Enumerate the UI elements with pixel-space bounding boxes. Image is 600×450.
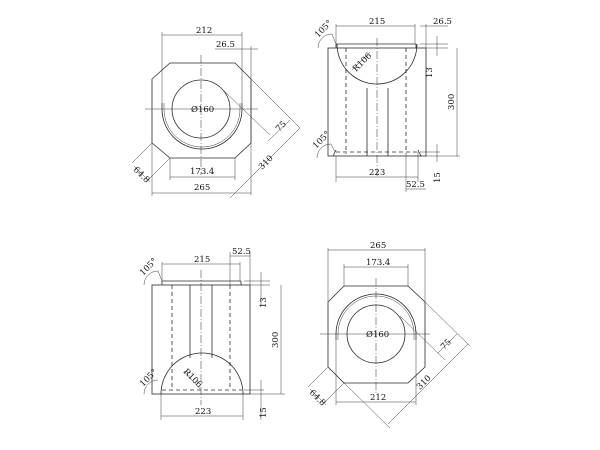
leader-diag (399, 315, 446, 361)
dim-diameter-160: Ø160 (366, 329, 389, 340)
dim-300: 300 (447, 94, 457, 110)
extension-diag-upper (234, 62, 301, 129)
dim-line-64-8 (309, 388, 327, 406)
dim-105-bottom: 105° (311, 130, 333, 152)
dim-diameter-160: Ø160 (191, 104, 214, 115)
dim-r106: R106 (351, 51, 374, 74)
outer-arc (161, 103, 243, 150)
dim-64-8: 64.8 (307, 388, 327, 408)
dim-line-310 (229, 127, 301, 199)
dim-265: 265 (194, 183, 210, 193)
outer-arc-inner (163, 103, 241, 148)
leader-diag (223, 90, 271, 136)
dim-173-4: 173.4 (366, 258, 390, 268)
arc-105-bottom (143, 379, 159, 395)
dim-15: 15 (259, 407, 269, 418)
dim-26-5: 26.5 (433, 17, 452, 27)
dim-line-64-8 (133, 165, 151, 183)
ext-64-8-a (131, 142, 153, 164)
dim-13: 13 (259, 297, 269, 308)
dim-52-5: 52.5 (232, 247, 251, 257)
dim-173-4: 173.4 (190, 167, 214, 177)
dim-13: 13 (425, 67, 435, 78)
ext-64-8-b (146, 157, 171, 182)
dim-15: 15 (433, 172, 443, 183)
dim-105-top: 105° (138, 257, 160, 279)
dim-75: 75 (274, 119, 289, 134)
dim-64-8: 64.8 (131, 165, 151, 185)
view-top-right-elevation: R106 215 26.5 105° 13 300 105° 223 (311, 17, 460, 192)
ext-310-lower (343, 382, 391, 429)
arc-105-top (143, 270, 159, 286)
view-bottom-right-plan: 265 173.4 75 310 64.8 212 Ø160 (307, 241, 471, 429)
angle-line-top (331, 33, 337, 45)
leader-r106 (351, 51, 371, 71)
angle-line-top (157, 270, 163, 282)
dim-265: 265 (370, 241, 386, 251)
arc-105-top (317, 33, 333, 49)
dim-line-75 (267, 119, 291, 142)
extension-diag-upper (424, 301, 471, 347)
semicircle-r106 (160, 352, 244, 395)
dim-215: 215 (194, 255, 210, 265)
arc-105-bottom (316, 143, 332, 159)
dim-26-5: 26.5 (216, 40, 235, 50)
dim-310: 310 (257, 154, 276, 173)
dim-52-5: 52.5 (406, 180, 425, 190)
dim-line-310 (387, 343, 469, 425)
dim-212: 212 (370, 393, 386, 403)
dim-310: 310 (415, 374, 434, 393)
dim-223: 223 (195, 407, 211, 417)
base-ledge (332, 149, 422, 157)
angle-line-bottom (330, 143, 336, 153)
ext-64-8-a (307, 366, 329, 388)
dim-line-75 (437, 333, 458, 354)
leader-r106 (183, 370, 201, 390)
octagon-outline (327, 285, 426, 384)
dim-r106: R106 (181, 367, 204, 390)
dim-212: 212 (196, 26, 212, 36)
dim-223: 223 (369, 168, 385, 178)
view-bottom-left-elevation: R106 215 52.5 105° 13 300 105° 223 (138, 247, 285, 420)
view-top-left-plan: 75 310 212 26.5 64.8 173.4 265 Ø160 (131, 26, 301, 199)
dim-105-bottom: 105° (138, 368, 160, 390)
dim-300: 300 (271, 332, 281, 348)
ext-64-8-b (323, 382, 345, 404)
dim-215: 215 (369, 17, 385, 27)
